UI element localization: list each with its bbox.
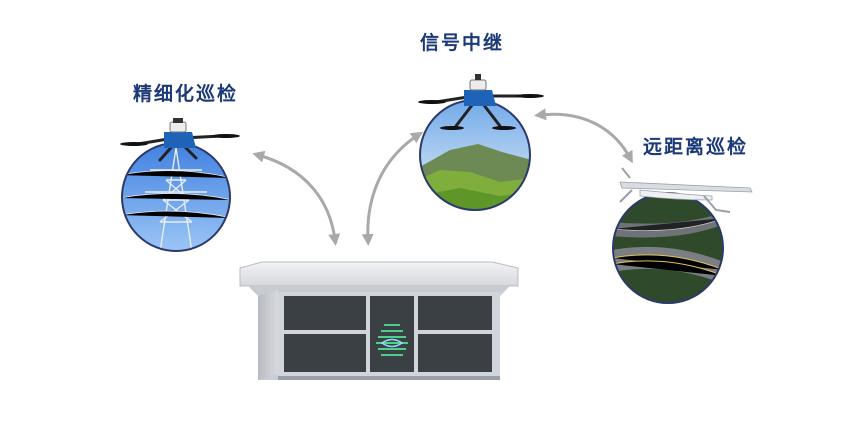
- arrow-relay-to-hangar: [361, 131, 424, 246]
- hangar-cabinet: [239, 261, 519, 380]
- mountain-photo: [419, 99, 531, 211]
- quadcopter-drone-icon: [120, 118, 240, 162]
- label-signal-relay: 信号中继: [420, 32, 505, 54]
- fixed-wing-drone-icon: [619, 167, 753, 213]
- label-long-range-inspection: 远距离巡检: [643, 136, 749, 158]
- highway-photo: [612, 192, 724, 304]
- arrows: [252, 108, 633, 246]
- label-fine-inspection: 精细化巡检: [133, 83, 239, 105]
- power-tower-photo: [121, 142, 231, 252]
- arrow-fine-to-hangar: [252, 150, 341, 246]
- arrow-relay-to-long: [534, 108, 633, 164]
- quadcopter-drone-icon: [418, 74, 544, 130]
